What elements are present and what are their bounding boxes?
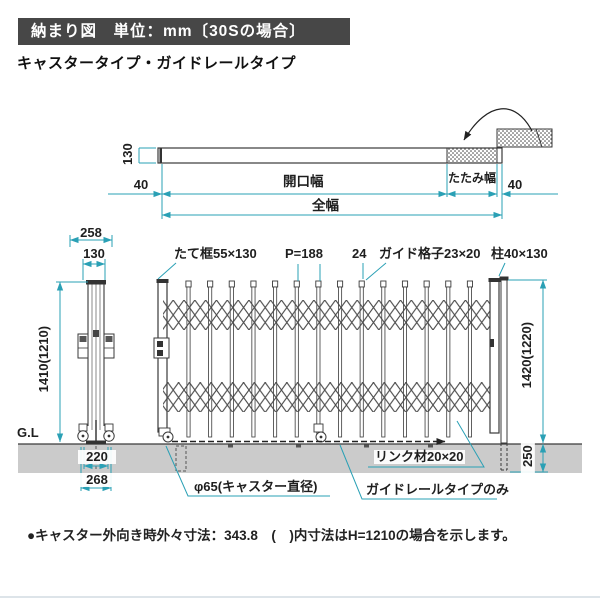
ground-level-label: G.L — [17, 425, 39, 440]
label-caster: φ65(キャスター直径) — [194, 479, 318, 494]
side-dim-base-outer: 268 — [78, 472, 116, 488]
plan-dim-total: 全幅 — [312, 198, 339, 213]
plan-dim-fold: たたみ幅 — [447, 171, 496, 185]
rail-anchor-embed — [175, 445, 187, 472]
fold-width-hatch — [447, 148, 497, 163]
elev-dim-embed: 250 — [520, 435, 536, 478]
scissor-lattice-upper — [163, 300, 494, 330]
plan-dim-right-margin: 40 — [507, 177, 523, 192]
label-link: リンク材20×20 — [374, 449, 465, 465]
gate-post — [499, 276, 509, 471]
footnote: ●キャスター外向き時外々寸法：343.8 ( )内寸法はH=1210の場合を示し… — [27, 528, 516, 543]
subtitle: キャスタータイプ・ガイドレールタイプ — [17, 55, 297, 72]
elev-dim-height: 1420(1220) — [518, 321, 534, 389]
label-post: 柱40×130 — [491, 246, 548, 261]
gate-elevation-drawing — [153, 276, 509, 472]
label-stile: たて框55×130 — [174, 246, 257, 261]
side-view-dimensions — [56, 235, 113, 492]
side-dim-base-inner: 220 — [78, 449, 116, 465]
header-bar: 納まり図 単位：mm〔30Sの場合〕 — [18, 18, 350, 45]
plan-dim-height: 130 — [119, 143, 135, 166]
page-bottom-divider — [0, 596, 600, 598]
folded-gate-hatch — [496, 128, 553, 148]
side-dim-depth-outer: 258 — [80, 225, 102, 240]
guiderail-leader — [339, 444, 497, 500]
label-gap: 24 — [352, 246, 367, 261]
side-dim-depth-post: 130 — [83, 246, 105, 261]
fold-direction-arrow — [463, 108, 533, 141]
label-guiderail: ガイドレールタイプのみ — [366, 482, 510, 497]
plan-dimensions — [108, 147, 558, 219]
scissor-lattice-lower — [163, 382, 494, 412]
caster-leader — [165, 445, 330, 497]
plan-view-drawing — [157, 108, 553, 164]
plan-dim-opening: 開口幅 — [283, 174, 324, 189]
label-grid: ガイド格子23×20 — [379, 246, 481, 261]
side-dim-height: 1410(1210) — [35, 325, 51, 393]
link-leader — [368, 420, 485, 468]
page-title: 納まり図 単位：mm〔30Sの場合〕 — [31, 23, 306, 40]
plan-dim-left-margin: 40 — [133, 177, 149, 192]
gate-side-view — [77, 280, 115, 469]
label-pitch: P=188 — [285, 246, 323, 261]
